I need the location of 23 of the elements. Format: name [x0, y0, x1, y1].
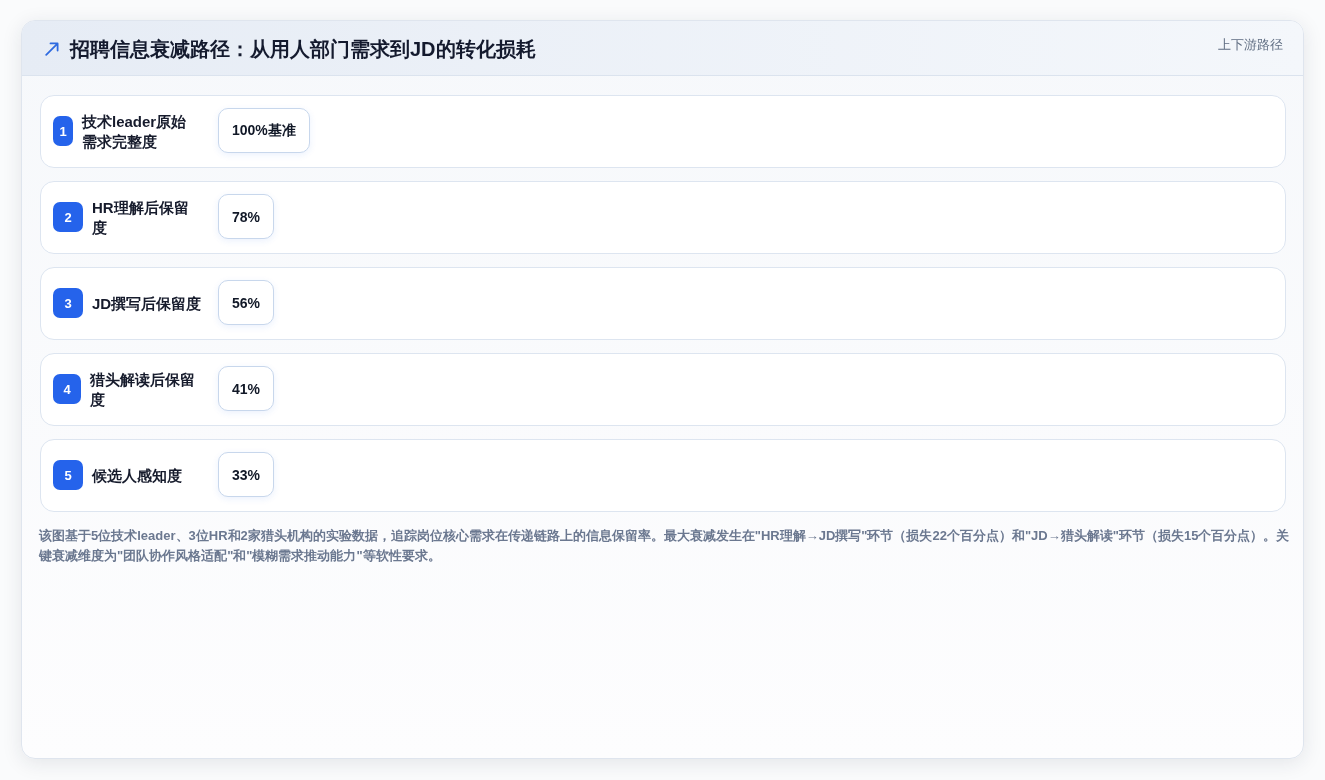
- value-box: 56%: [218, 280, 275, 325]
- step-row: [40, 353, 1286, 426]
- step-row: [40, 439, 1286, 512]
- step-number-badge: 3: [53, 288, 83, 318]
- value-box: 78%: [218, 194, 275, 239]
- step-label: 猎头解读后保留度: [90, 369, 196, 410]
- step-number-badge: 5: [53, 460, 83, 490]
- step-label: HR理解后保留度: [92, 197, 190, 238]
- step-label: 候选人感知度: [92, 465, 183, 486]
- step-number-badge: 2: [53, 202, 83, 232]
- step-label: 技术leader原始需求完整度: [82, 111, 188, 152]
- step-row: [40, 181, 1286, 254]
- step-label: JD撰写后保留度: [92, 293, 203, 314]
- step-row: [40, 267, 1286, 340]
- title: 招聘信息衰减路径：从用人部门需求到JD的转化损耗: [70, 37, 536, 62]
- step-number-badge: 1: [53, 116, 73, 146]
- value-box: 100%基准: [218, 108, 310, 153]
- caption: 该图基于5位技术leader、3位HR和2家猎头机构的实验数据，追踪岗位核心需求在传递链路上的信息保留率。最大衰减发生在"HR理解→JD撰写"环节（损失22个百分点）和"JD→猎头解读"环节（损失15个百分点）。关键衰减维度为"团队协作风格适配"和"模糊需求推动能力"等软性要求。: [39, 527, 1291, 565]
- step-row: [40, 95, 1286, 168]
- value-box: 41%: [218, 366, 275, 411]
- header-label: 上下游路径: [1218, 36, 1283, 54]
- value-box: 33%: [218, 452, 275, 497]
- step-number-badge: 4: [53, 374, 81, 404]
